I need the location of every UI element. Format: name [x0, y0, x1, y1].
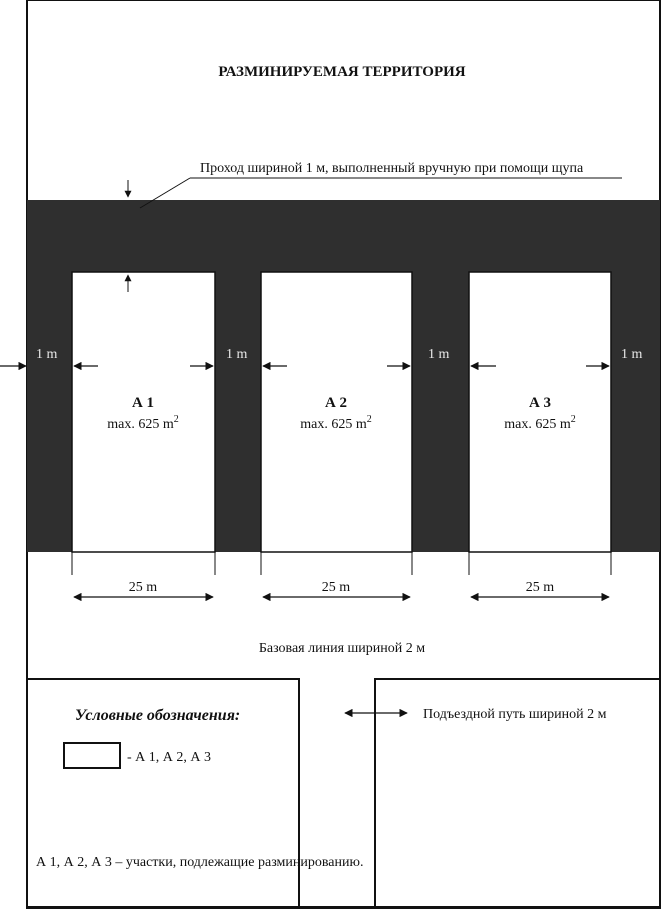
legend-title: Условные обозначения:	[75, 707, 240, 724]
legend-item-label: - А 1, А 2, А 3	[127, 750, 211, 765]
legend-note: А 1, А 2, А 3 – участки, подлежащие разм…	[36, 855, 363, 870]
plot-a2-area	[260, 271, 413, 553]
plot-a1-width-label: 25 m	[129, 580, 158, 595]
plot-a3-area	[468, 271, 612, 553]
plot-a2-width-label: 25 m	[322, 580, 351, 595]
strip-width-label-1: 1 m	[36, 347, 58, 362]
access-road-box	[374, 678, 660, 909]
legend-plot-swatch	[63, 742, 121, 769]
plot-a2-area-text: max. 625 m2	[300, 414, 372, 432]
passage-leader-line	[139, 177, 191, 209]
legend-box	[27, 678, 300, 909]
strip-width-label-4: 1 m	[621, 347, 643, 362]
passage-label: Проход шириной 1 м, выполненный вручную …	[200, 161, 584, 176]
plot-a1-area	[71, 271, 216, 553]
plot-a2-name: А 2	[325, 395, 347, 411]
strip-width-label-2: 1 m	[226, 347, 248, 362]
strip-width-label-3: 1 m	[428, 347, 450, 362]
plot-a3-name: А 3	[529, 395, 551, 411]
plot-a1-name: А 1	[132, 395, 154, 411]
access-road-label: Подъездной путь шириной 2 м	[423, 707, 607, 722]
plot-a1-area-text: max. 625 m2	[107, 414, 179, 432]
baseline-label: Базовая линия шириной 2 м	[259, 641, 425, 656]
plot-a3-area-text: max. 625 m2	[504, 414, 576, 432]
diagram-title: РАЗМИНИРУЕМАЯ ТЕРРИТОРИЯ	[218, 64, 465, 80]
plot-a3-width-label: 25 m	[526, 580, 555, 595]
